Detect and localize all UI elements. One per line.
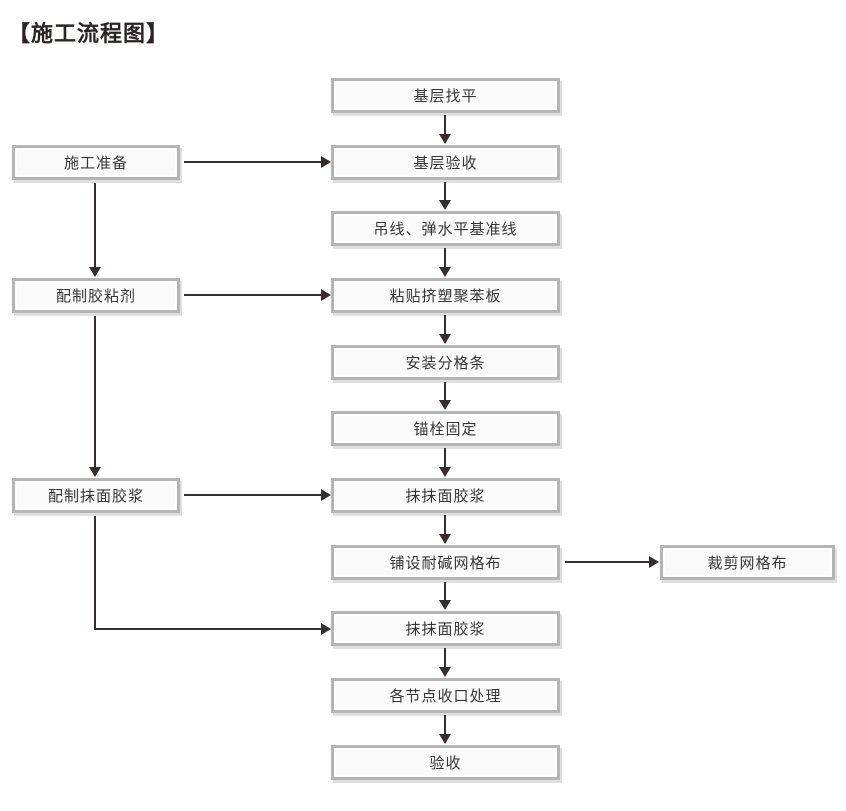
flow-line-down-10 [444,715,446,734]
elbow-line-vertical [94,516,96,630]
step-base-acceptance: 基层验收 [331,145,560,180]
step-paste-xps-board: 粘贴挤塑聚苯板 [331,278,560,313]
flow-line-down-2 [444,182,446,200]
branch-line-prep-to-adhesive [94,183,96,268]
flow-line-down-3 [444,248,446,267]
flow-line-down-8 [444,582,446,600]
step-construction-prep: 施工准备 [12,145,180,180]
step-surface-mortar-prep: 配制抹面胶浆 [12,478,180,513]
arrow-down-icon-3 [439,267,451,277]
step-base-leveling: 基层找平 [331,78,560,113]
branch-arrow-adhesive-line [184,294,322,296]
arrow-down-icon-4 [439,334,451,344]
arrow-down-icon-8 [439,600,451,610]
arrow-down-icon-7 [439,534,451,544]
flow-line-down-9 [444,648,446,667]
step-apply-surface-mortar-1: 抹抹面胶浆 [331,478,560,513]
arrow-down-icon-left-2 [89,467,101,477]
step-install-divider-strips: 安装分格条 [331,345,560,380]
flow-line-down-7 [444,515,446,534]
flow-line-down-1 [444,115,446,134]
arrow-down-icon-2 [439,200,451,210]
arrow-down-icon-10 [439,734,451,744]
arrow-right-icon-2 [321,289,331,301]
arrow-down-icon-6 [439,467,451,477]
arrow-down-icon-9 [439,667,451,677]
page-title: 【施工流程图】 [8,22,170,47]
step-cut-mesh: 裁剪网格布 [660,545,835,580]
arrow-right-icon-4 [649,556,659,568]
branch-arrow-prep-line [184,161,322,163]
step-apply-surface-mortar-2: 抹抹面胶浆 [331,611,560,646]
arrow-right-icon-1 [321,156,331,168]
step-adhesive-prep: 配制胶粘剂 [12,278,180,313]
step-anchor-bolt-fixing: 锚栓固定 [331,411,560,446]
branch-arrow-cutmesh-line [565,561,650,563]
branch-line-adhesive-to-mortar [94,316,96,468]
flow-line-down-4 [444,315,446,334]
step-acceptance: 验收 [331,745,560,780]
arrow-right-icon-elbow [321,623,331,635]
arrow-down-icon-left-1 [89,267,101,277]
flow-line-down-5 [444,382,446,400]
flow-line-down-6 [444,448,446,467]
elbow-line-horizontal [94,628,321,630]
arrow-down-icon-5 [439,400,451,410]
arrow-down-icon-1 [439,134,451,144]
step-plumb-reference-line: 吊线、弹水平基准线 [331,211,560,246]
step-lay-alkali-mesh: 铺设耐碱网格布 [331,545,560,580]
arrow-right-icon-3 [321,489,331,501]
branch-arrow-mortar-line [184,494,322,496]
step-node-closure: 各节点收口处理 [331,678,560,713]
